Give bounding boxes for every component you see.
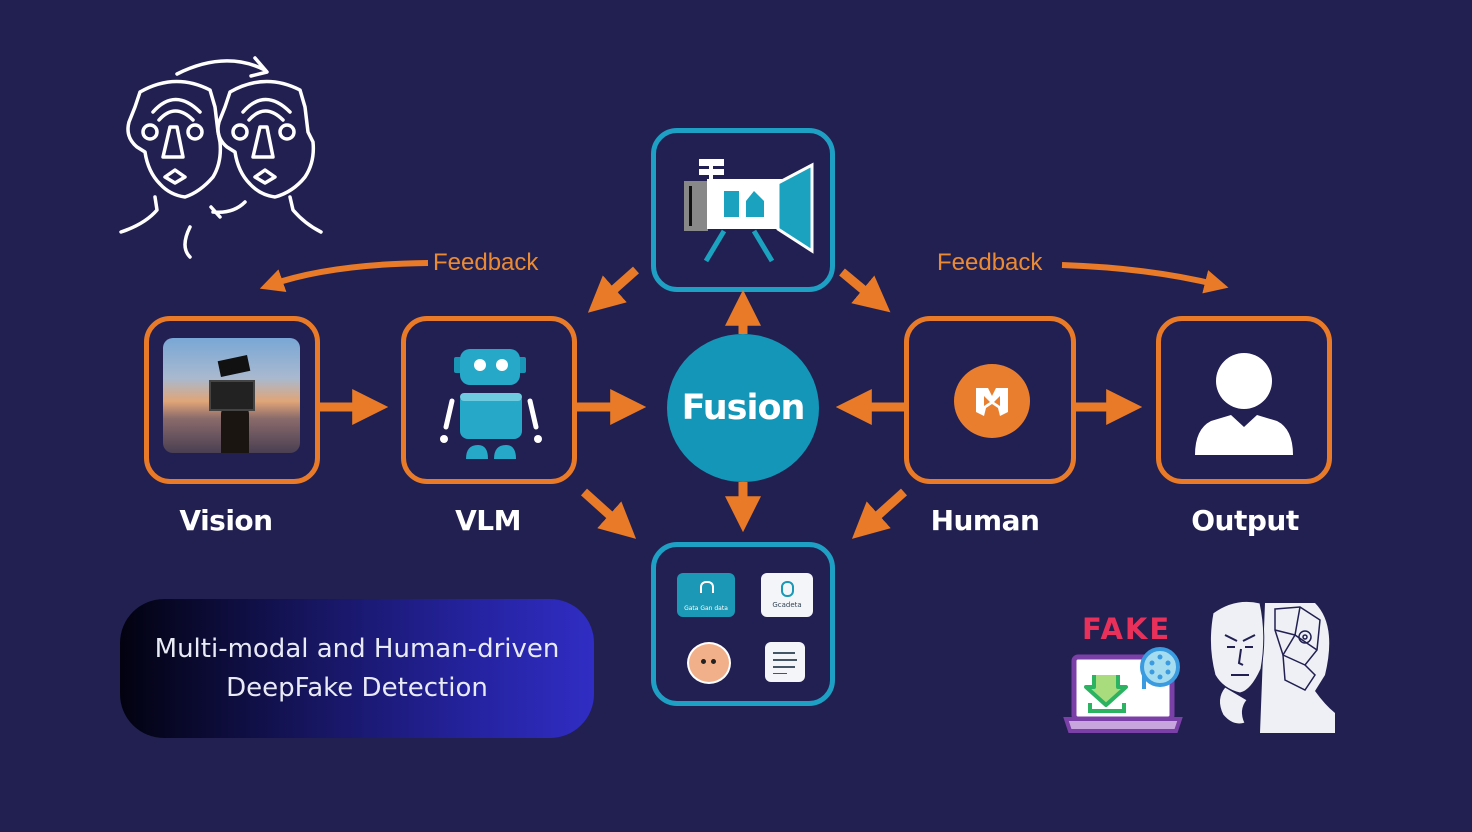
tile-gcadeta: Gcadeta xyxy=(761,573,813,617)
fake-label: FAKE xyxy=(1082,612,1172,646)
human-node[interactable] xyxy=(904,316,1076,484)
arrow-vlm-to-bottom xyxy=(580,488,637,539)
landscape-camera-photo-icon xyxy=(163,338,300,453)
laptop-fake-download-icon xyxy=(1063,647,1183,733)
document-icon xyxy=(765,642,805,682)
arrow-top-to-human xyxy=(839,268,891,313)
arch-icon xyxy=(781,581,794,597)
title-line-1: Multi-modal and Human-driven xyxy=(154,633,560,664)
output-node[interactable] xyxy=(1156,316,1332,484)
vision-label: Vision xyxy=(179,504,273,537)
vision-node[interactable] xyxy=(144,316,320,484)
mask-face-mesh-icon xyxy=(1209,600,1335,733)
human-label: Human xyxy=(930,504,1040,537)
face-swap-icon xyxy=(119,56,323,259)
vlm-node[interactable] xyxy=(401,316,577,484)
arrow-human-to-bottom xyxy=(851,488,908,539)
output-label: Output xyxy=(1191,504,1299,537)
tile-gan-data: Gata Gan data xyxy=(677,573,735,617)
top-node-camera[interactable] xyxy=(651,128,835,292)
tile-gcadeta-label: Gcadeta xyxy=(772,601,802,609)
arch-icon xyxy=(700,581,714,593)
user-silhouette-icon xyxy=(1195,353,1293,455)
vlm-label: VLM xyxy=(455,504,521,537)
feedback-label-left: Feedback xyxy=(433,249,539,276)
feedback-arrow-right xyxy=(1061,262,1229,294)
feedback-label-right: Feedback xyxy=(937,249,1043,276)
fusion-label: Fusion xyxy=(681,388,806,428)
face-emoji-icon xyxy=(687,642,731,684)
arrow-top-to-vlm xyxy=(587,266,639,313)
orange-badge-icon xyxy=(954,364,1030,438)
tile-gan-data-label: Gata Gan data xyxy=(684,605,728,612)
bottom-node-tiles[interactable]: Gata Gan data Gcadeta xyxy=(651,542,835,706)
title-line-2: DeepFake Detection xyxy=(226,672,488,703)
title-banner: Multi-modal and Human-driven DeepFake De… xyxy=(120,599,594,738)
robot-icon xyxy=(440,349,542,459)
feedback-arrow-left xyxy=(259,260,429,292)
video-camera-icon xyxy=(684,159,814,263)
fusion-node[interactable]: Fusion xyxy=(667,334,819,482)
